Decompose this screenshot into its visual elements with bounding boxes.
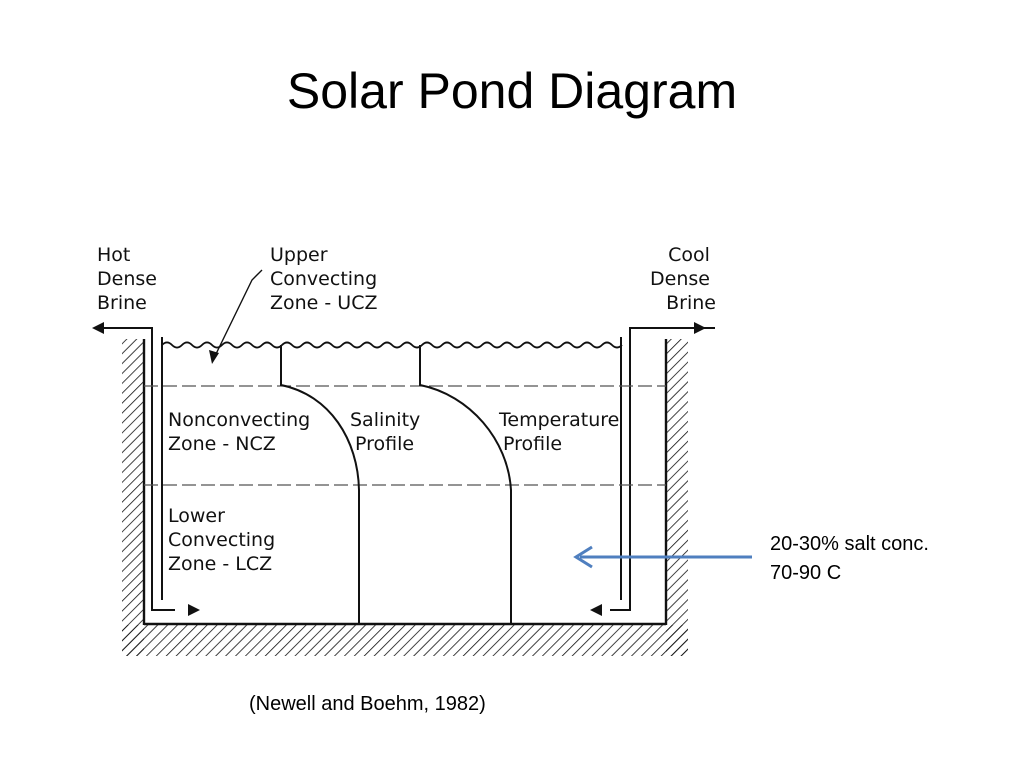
lcz-note: 20-30% salt conc. 70-90 C bbox=[770, 530, 929, 588]
lcz-label: Lower Convecting Zone - LCZ bbox=[168, 505, 281, 575]
note-pointer-arrow-icon bbox=[573, 545, 752, 569]
ucz-label: Upper Convecting Zone - UCZ bbox=[270, 244, 383, 314]
temperature-range-text: 70-90 C bbox=[770, 562, 842, 584]
ncz-label: Nonconvecting Zone - NCZ bbox=[168, 409, 316, 455]
temperature-profile-label: Temperature Profile bbox=[498, 409, 625, 455]
cool-brine-arrow-icon bbox=[694, 322, 706, 334]
pond-container bbox=[142, 339, 668, 626]
hot-brine-label: Hot Dense Brine bbox=[97, 244, 163, 314]
zone-boundaries bbox=[144, 385, 666, 486]
temperature-profile-curve bbox=[419, 345, 512, 624]
pipe-arrowheads bbox=[92, 322, 706, 616]
ucz-leader-line bbox=[214, 269, 263, 357]
slide-title: Solar Pond Diagram bbox=[286, 63, 738, 119]
citation: (Newell and Boehm, 1982) bbox=[249, 693, 486, 715]
ground-hatching bbox=[122, 339, 688, 656]
cool-brine-label: Cool Dense Brine bbox=[650, 244, 716, 314]
salinity-profile-label: Salinity Profile bbox=[350, 409, 426, 455]
water-surface bbox=[161, 341, 623, 349]
ucz-leader-arrow-icon bbox=[209, 350, 219, 364]
salt-concentration-text: 20-30% salt conc. bbox=[770, 533, 929, 555]
hot-brine-arrow-icon bbox=[92, 322, 104, 334]
lcz-right-arrow-icon bbox=[590, 604, 602, 616]
lcz-left-arrow-icon bbox=[188, 604, 200, 616]
salinity-profile-curve bbox=[280, 345, 360, 624]
